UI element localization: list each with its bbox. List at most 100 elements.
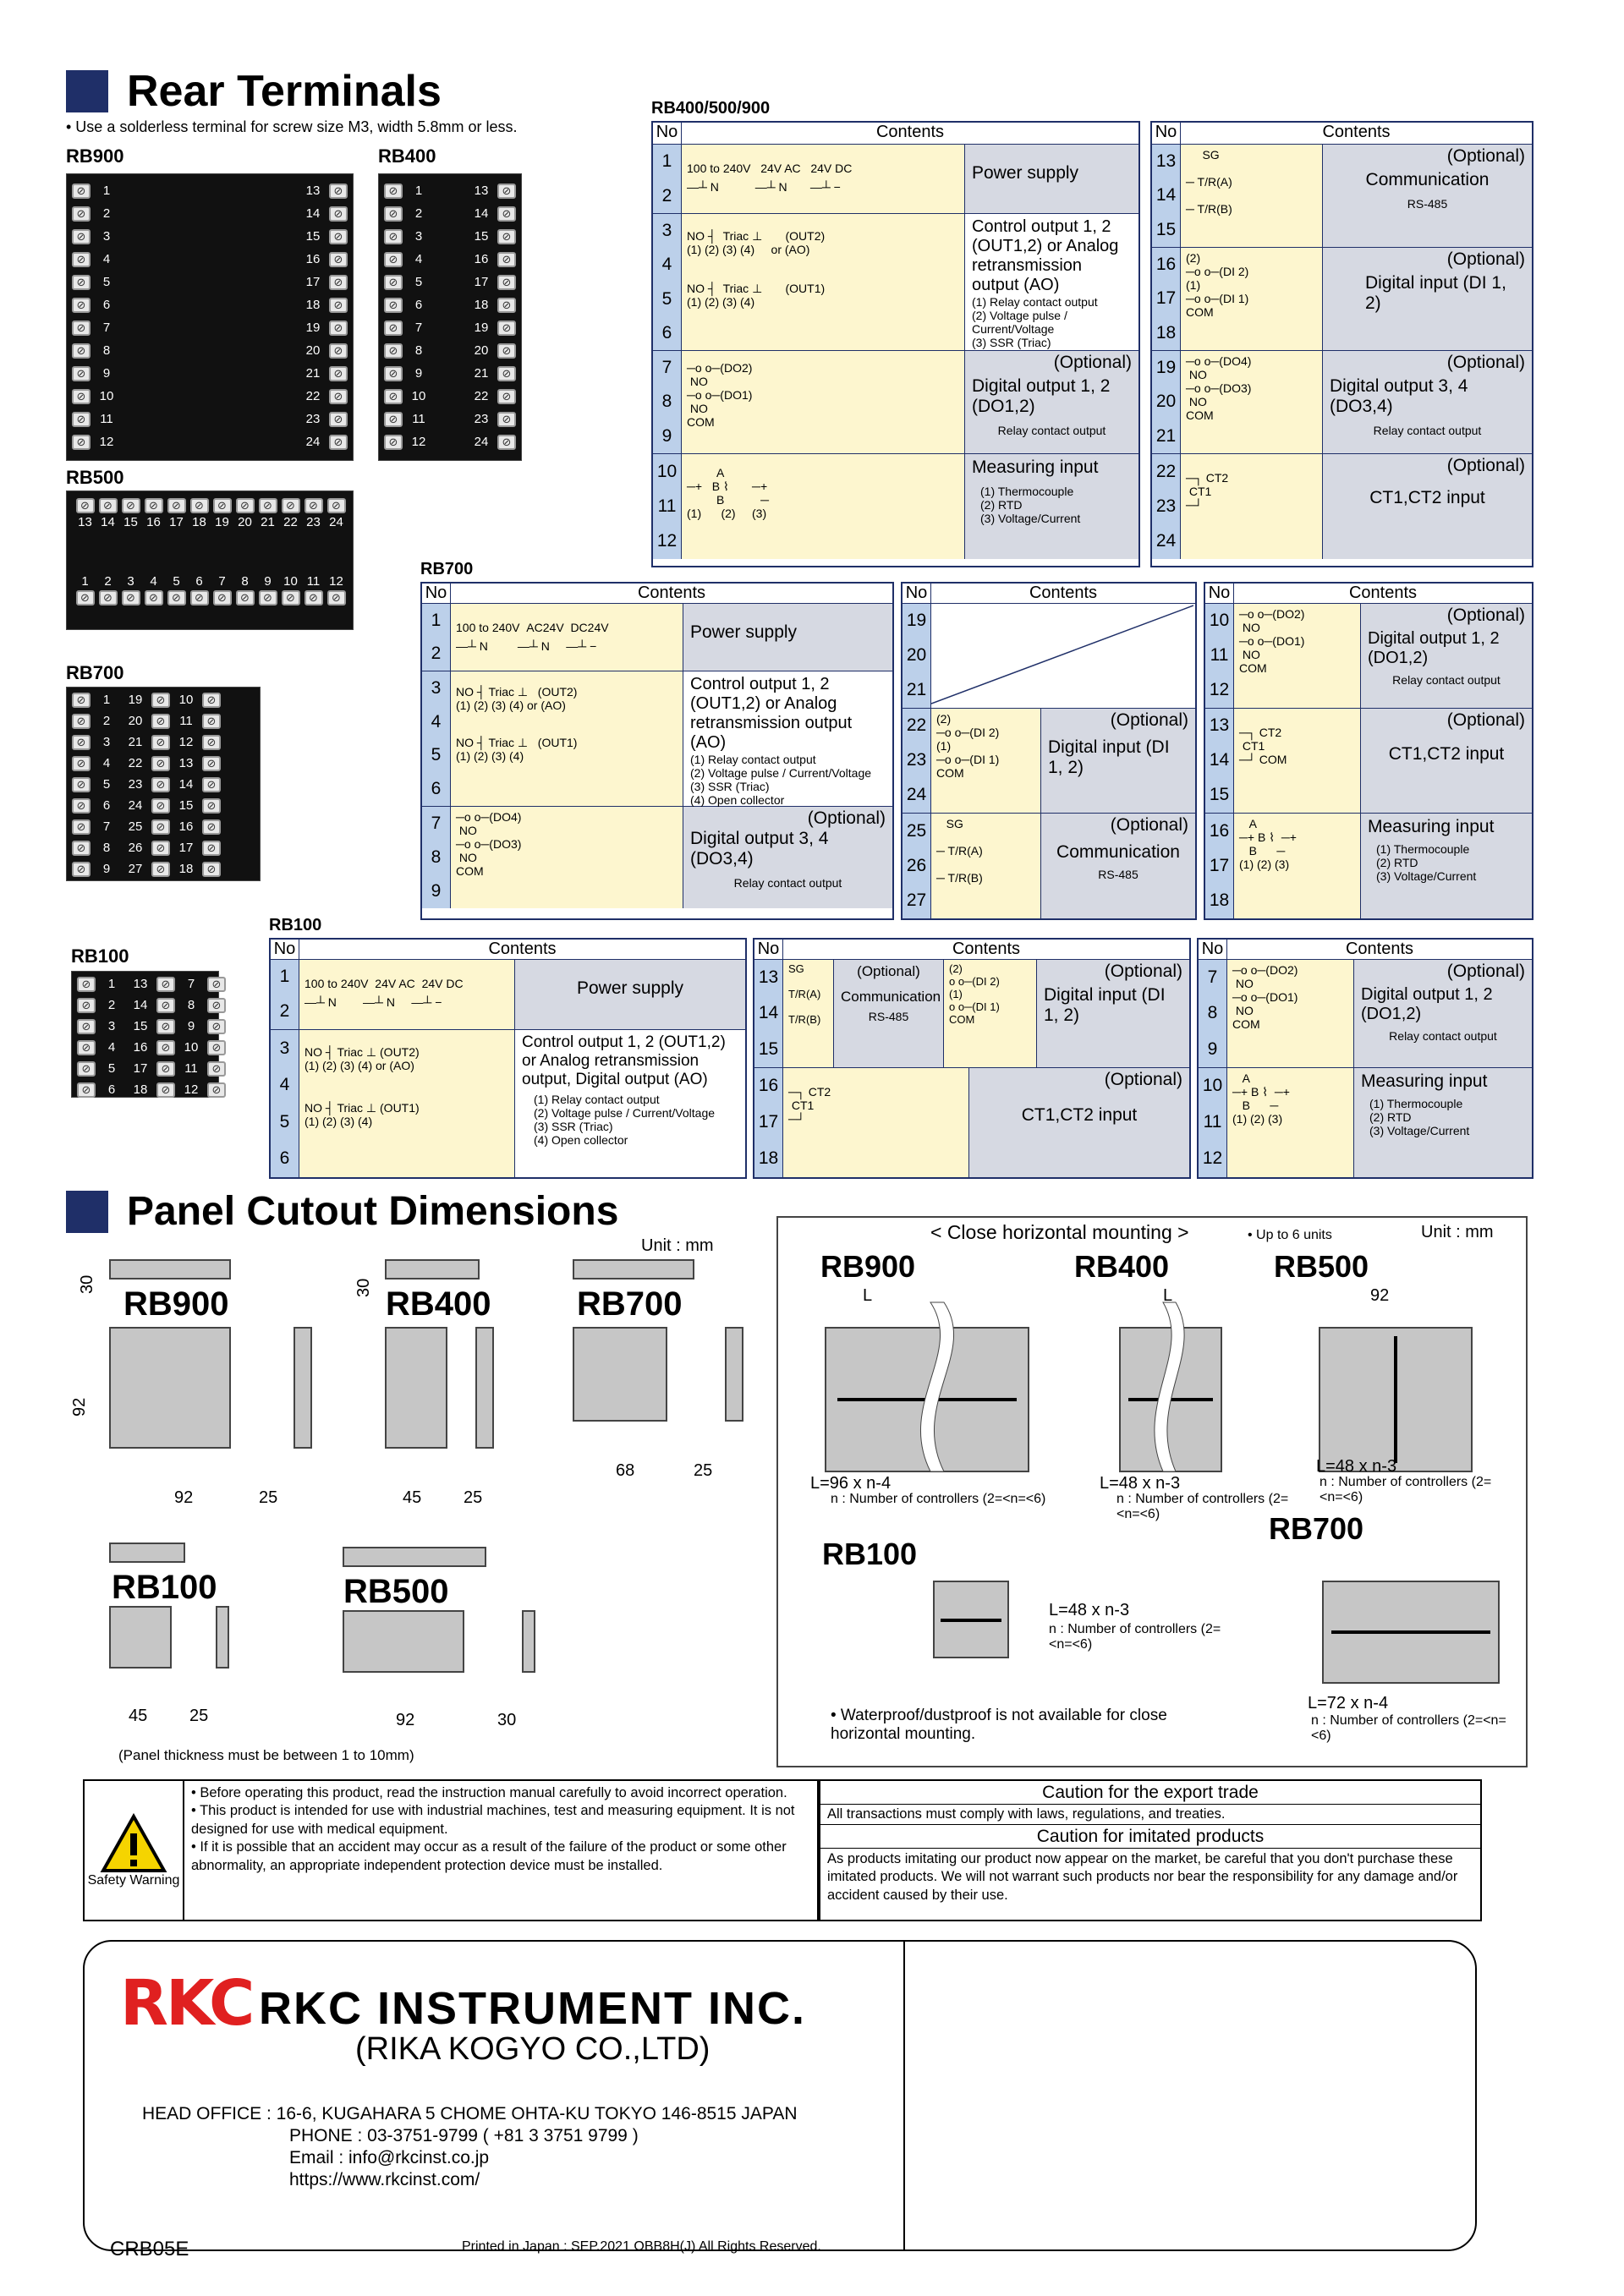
- terminal-row: 4: [67, 753, 118, 774]
- terminal-number: 7: [414, 321, 423, 335]
- doc-code: CRB05E: [110, 2238, 189, 2260]
- terminal-row: 9: [67, 858, 118, 879]
- svg-text:RB500: RB500: [1274, 1249, 1369, 1284]
- terminal-number: 12: [184, 1082, 199, 1097]
- terminal-number: 9: [187, 1019, 195, 1033]
- terminal-number: 11: [184, 1061, 198, 1076]
- terminal-row: 7: [67, 316, 118, 339]
- screw-icon: [497, 205, 516, 222]
- terminal-number: 4: [107, 1040, 116, 1055]
- screw-icon: [202, 755, 221, 771]
- terminal-row: 4: [379, 248, 430, 271]
- terminal-row: 5: [72, 1058, 123, 1079]
- terminal-number: 8: [187, 998, 195, 1012]
- terminal-number: 16: [133, 1040, 148, 1055]
- terminal-number: 17: [305, 275, 321, 289]
- svg-text:RB100: RB100: [112, 1569, 217, 1606]
- safety-warning-box: Safety Warning • Before operating this p…: [83, 1779, 819, 1921]
- terminal-number: 11: [100, 412, 113, 426]
- terminal-row: 1: [67, 179, 118, 202]
- screw-icon: [329, 365, 348, 381]
- screw-icon: [72, 365, 91, 381]
- terminal-number: 18: [192, 515, 206, 529]
- screw-icon: [329, 297, 348, 313]
- screw-icon: [77, 1039, 96, 1055]
- terminal-number: 10: [178, 693, 194, 707]
- list-item: (4) Open collector: [690, 793, 785, 808]
- control-wiring: NO ┤ Triac ⊥ (OUT2)(1) (2) (3) (4) or (A…: [682, 214, 965, 350]
- terminal-number: 15: [474, 229, 489, 244]
- close-mounting-box: < Close horizontal mounting > • Up to 6 …: [776, 1216, 1528, 1767]
- screw-icon: [77, 1018, 96, 1034]
- terminal-row: 3: [67, 225, 118, 248]
- digital-output-34: (Optional)Digital output 3, 4 (DO3,4)Rel…: [1323, 351, 1532, 453]
- screw-icon: [329, 434, 348, 450]
- screw-icon: [384, 320, 403, 336]
- screw-icon: [144, 590, 163, 606]
- screw-icon: [384, 342, 403, 359]
- control-output: Control output 1, 2 (OUT1,2) or Analog r…: [965, 214, 1138, 363]
- screw-icon: [258, 590, 277, 606]
- terminal-number: 26: [128, 841, 143, 855]
- terminal-number: 14: [305, 206, 321, 221]
- terminal-number: 6: [414, 298, 423, 312]
- terminal-number: 22: [128, 756, 143, 770]
- terminal-row: 21: [470, 362, 521, 385]
- email[interactable]: Email : info@rkcinst.co.jp: [289, 2148, 490, 2167]
- unused-diagonal: [930, 605, 1194, 704]
- list-item: (2) RTD: [980, 498, 1023, 512]
- terminal-number: 19: [128, 693, 143, 707]
- terminal-number: 18: [178, 862, 194, 876]
- terminal-number: 10: [411, 389, 426, 403]
- terminal-number: 14: [474, 206, 489, 221]
- terminal-row: 24: [470, 430, 521, 453]
- screw-icon: [497, 365, 516, 381]
- terminal-number: 20: [128, 714, 143, 728]
- panel-cutout-title: Panel Cutout Dimensions: [66, 1188, 618, 1235]
- terminal-row: 11: [379, 408, 430, 430]
- terminal-row: 11: [180, 1058, 231, 1079]
- terminal-number: 27: [128, 862, 143, 876]
- svg-text:68: 68: [616, 1461, 634, 1480]
- svg-text:25: 25: [259, 1488, 277, 1507]
- terminal-row: 15: [302, 225, 353, 248]
- screw-icon: [202, 861, 221, 877]
- measuring-input: Measuring input(1) Thermocouple(2) RTD(3…: [965, 454, 1138, 559]
- screw-icon: [497, 183, 516, 199]
- terminal-number: 13: [78, 515, 92, 529]
- screw-icon: [235, 498, 255, 513]
- terminal-row: 22: [470, 385, 521, 408]
- panel-thickness-note: (Panel thickness must be between 1 to 10…: [118, 1747, 414, 1763]
- terminal-row: 2: [379, 202, 430, 225]
- terminal-number: 24: [305, 435, 321, 449]
- screw-icon: [77, 1060, 96, 1077]
- screw-icon: [207, 1082, 226, 1098]
- terminal-row: 18: [175, 858, 226, 879]
- screw-icon: [72, 797, 91, 814]
- svg-text:RB100: RB100: [822, 1537, 917, 1571]
- terminal-number: 21: [261, 515, 275, 529]
- terminal-number: 2: [102, 206, 111, 221]
- terminal-number: 11: [306, 574, 321, 589]
- terminal-row: 24: [302, 430, 353, 453]
- screw-icon: [329, 205, 348, 222]
- terminal-number: 20: [474, 343, 489, 358]
- terminal-number: 19: [474, 321, 489, 335]
- head-office: HEAD OFFICE : 16-6, KUGAHARA 5 CHOME OHT…: [142, 2104, 798, 2123]
- terminal-number: 2: [107, 998, 116, 1012]
- terminal-row: 10: [175, 689, 226, 710]
- screw-icon: [497, 228, 516, 244]
- terminal-row: 15: [175, 795, 226, 816]
- website-link[interactable]: https://www.rkcinst.com/: [289, 2170, 480, 2189]
- terminal-number: 1: [81, 574, 89, 589]
- screw-icon: [326, 590, 346, 606]
- list-item: (1) Thermocouple: [980, 485, 1074, 499]
- terminal-number: 21: [305, 366, 321, 381]
- rb100-table-title: RB100: [269, 916, 322, 934]
- screw-icon: [212, 590, 232, 606]
- screw-icon: [329, 411, 348, 427]
- terminal-row: 8: [180, 995, 231, 1016]
- list-item: (1) Relay contact output: [534, 1092, 660, 1106]
- screw-icon: [151, 776, 170, 792]
